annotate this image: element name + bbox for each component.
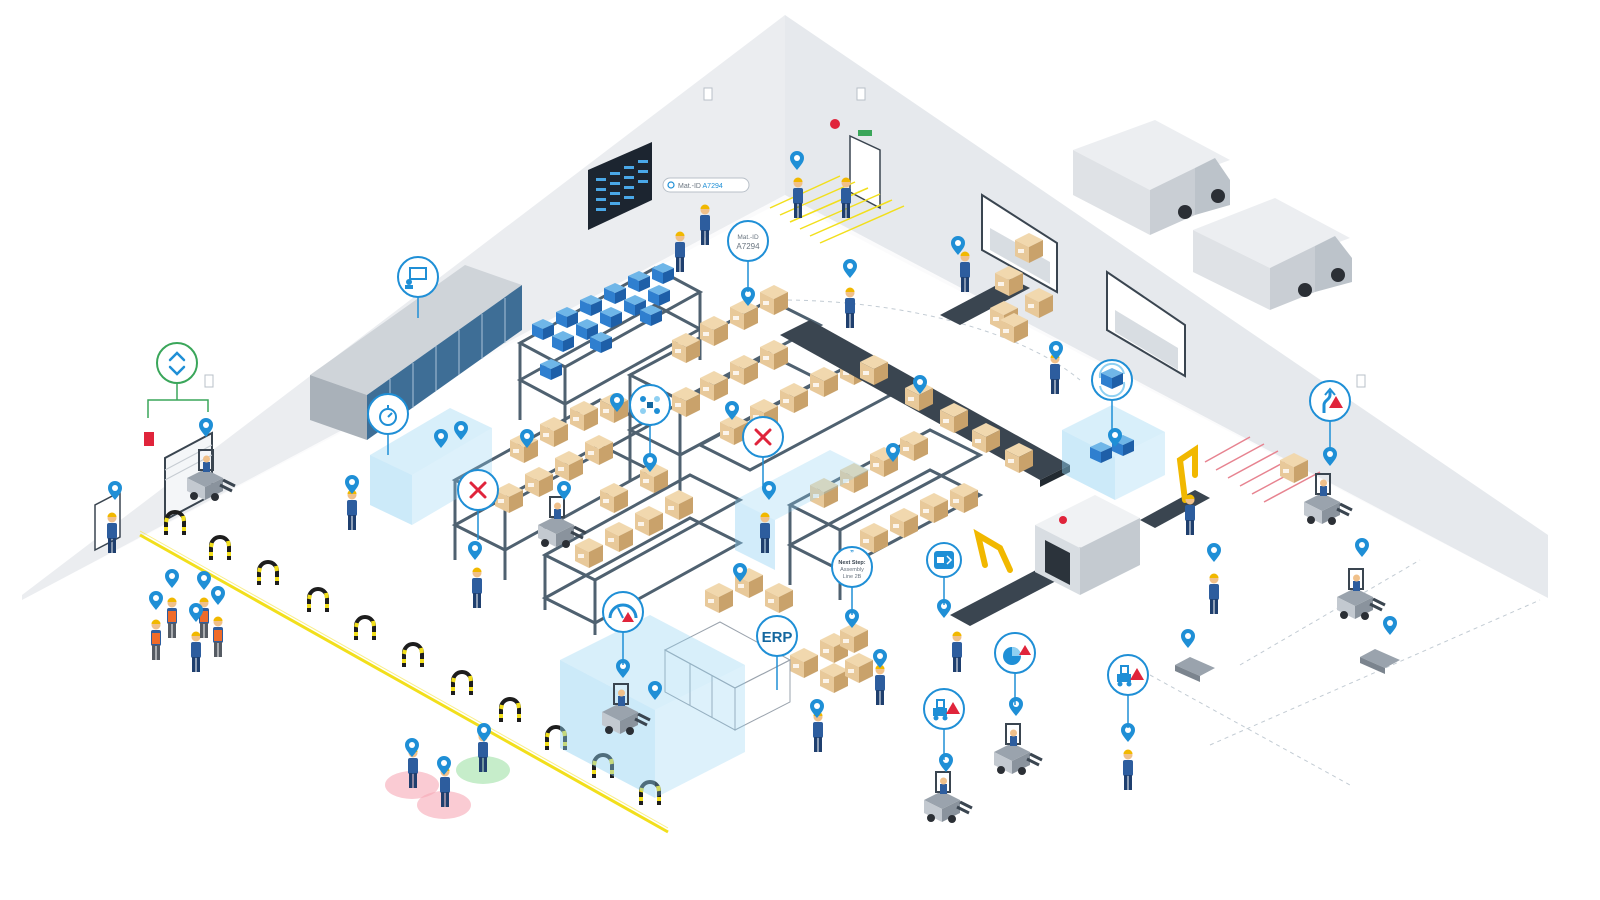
forklift-bottom <box>922 770 974 825</box>
access-points <box>204 87 1366 388</box>
erp-label: ERP <box>762 629 793 646</box>
truck-2 <box>1193 198 1352 310</box>
wall-display-board <box>588 142 652 230</box>
forklift-warning-marker-1[interactable] <box>923 688 965 760</box>
conveyor-dock <box>940 233 1053 343</box>
up-down-arrows-icon <box>168 351 186 376</box>
route-warning-marker[interactable] <box>1309 380 1351 450</box>
forklift-rack <box>536 495 588 550</box>
pie-warning-icon <box>1003 645 1031 665</box>
forklift-warning-icon <box>1117 665 1144 687</box>
dock-door-2[interactable] <box>1106 270 1186 378</box>
next-step-line3: Line 2B <box>843 574 862 580</box>
package-cycle-marker[interactable] <box>1091 359 1133 432</box>
truck-1 <box>1073 120 1230 235</box>
rack-boxes-front <box>541 463 744 635</box>
walkway-line <box>139 530 669 834</box>
hatched-zone-yellow <box>769 175 905 244</box>
x-mark-icon <box>754 428 772 446</box>
error-marker-2[interactable] <box>742 416 784 488</box>
material-id-marker[interactable]: Mat.-ID A7294 <box>727 220 769 292</box>
presentation-screen-marker[interactable] <box>397 256 439 318</box>
error-marker-1[interactable] <box>457 469 499 540</box>
zone-front-left <box>560 615 745 798</box>
conveyor-right <box>1140 490 1210 528</box>
forklift-warning-marker-2[interactable] <box>1107 654 1149 728</box>
zone-right <box>1062 405 1165 500</box>
door-control-marker[interactable] <box>144 342 209 446</box>
forklift-dock-marker[interactable] <box>926 542 962 605</box>
stopwatch-icon <box>379 405 397 426</box>
forklift-arrow-icon <box>934 551 954 569</box>
robot-arm-1 <box>973 528 1013 573</box>
speed-warning-marker[interactable] <box>602 591 644 665</box>
material-search-bar[interactable]: Mat.-ID A7294 <box>662 177 750 193</box>
roller-door-left[interactable] <box>164 431 213 522</box>
next-step-quote: ” <box>850 549 854 558</box>
erp-marker[interactable]: ERP <box>756 615 798 690</box>
back-right-wall <box>785 15 1548 598</box>
forklift-center <box>992 722 1044 777</box>
search-icon <box>667 181 675 189</box>
process-network-icon <box>640 396 660 414</box>
wire-carts <box>663 621 792 731</box>
next-step-line1: Next Step: <box>838 560 865 566</box>
robot-arm-2 <box>1176 444 1198 503</box>
package-cycle-icon <box>1098 362 1126 398</box>
scanner-tunnel <box>1035 495 1140 595</box>
forklift-warning-icon <box>933 699 960 721</box>
next-step-marker[interactable]: ” Next Step: Assembly Line 2B <box>831 546 873 615</box>
locker-cabinet <box>310 265 522 440</box>
speedometer-warning-icon <box>608 603 638 622</box>
next-step-line2: Assembly <box>840 567 864 573</box>
conveyor-belt-back <box>780 320 1070 487</box>
x-mark-icon <box>469 481 487 499</box>
agv-robot-2 <box>1360 649 1400 674</box>
agv-robot-1 <box>1175 657 1215 682</box>
material-id-value: A7294 <box>736 242 760 251</box>
timer-marker[interactable] <box>367 393 409 455</box>
material-id-label: Mat.-ID <box>737 234 759 241</box>
presentation-screen-icon <box>405 267 427 289</box>
process-marker[interactable] <box>629 384 671 455</box>
door-back[interactable] <box>830 119 881 210</box>
route-warning-icon <box>1322 387 1343 413</box>
svg-text:Mat.-ID A7294: Mat.-ID A7294 <box>678 183 723 190</box>
forklift-far-right <box>1335 567 1387 622</box>
pie-warning-marker[interactable] <box>994 632 1036 705</box>
